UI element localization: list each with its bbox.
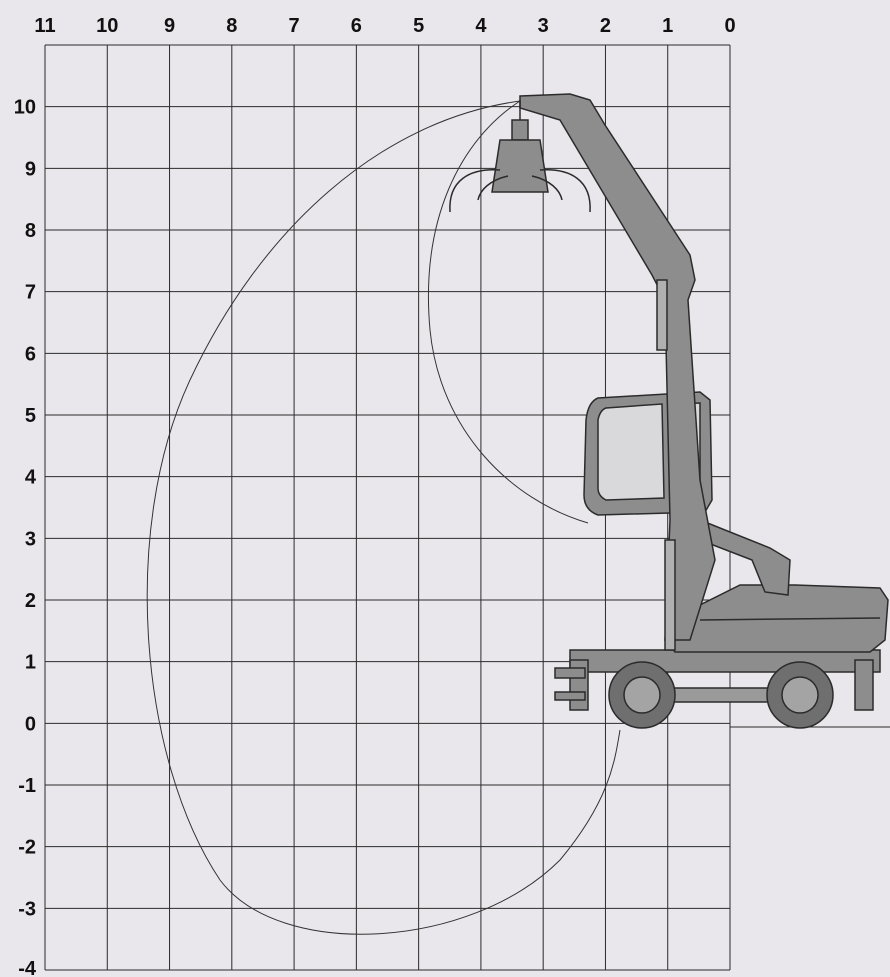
x-tick-label: 0	[724, 15, 735, 37]
y-tick-label: -4	[18, 958, 37, 977]
x-tick-label: 6	[351, 15, 362, 37]
y-tick-label: 0	[25, 713, 36, 735]
y-tick-label: 4	[25, 467, 37, 489]
y-tick-label: 7	[25, 282, 36, 304]
x-tick-label: 10	[96, 15, 118, 37]
y-tick-label: 2	[25, 590, 36, 612]
y-tick-label: -3	[18, 898, 36, 920]
x-tick-label: 8	[226, 15, 237, 37]
y-tick-label: 9	[25, 158, 36, 180]
inner-reach-curve	[427, 100, 589, 524]
y-tick-label: 8	[25, 220, 36, 242]
boom-icon	[519, 93, 716, 641]
y-tick-label: -2	[18, 837, 36, 859]
y-tick-label: 1	[25, 652, 36, 674]
y-tick-label: 3	[25, 528, 36, 550]
x-tick-label: 7	[289, 15, 300, 37]
x-tick-label: 11	[34, 15, 55, 37]
x-tick-label: 1	[662, 15, 673, 37]
material-handler-icon	[449, 93, 889, 729]
x-tick-label: 5	[413, 15, 424, 37]
y-tick-label: 5	[25, 405, 36, 427]
x-tick-label: 9	[164, 15, 175, 37]
grid	[44, 44, 731, 971]
grab-icon	[449, 100, 591, 213]
y-tick-label: 6	[25, 343, 36, 365]
x-tick-label: 4	[475, 15, 487, 37]
x-tick-label: 2	[600, 15, 611, 37]
y-tick-label: 10	[14, 97, 36, 119]
x-tick-label: 3	[538, 15, 549, 37]
y-tick-label: -1	[18, 775, 36, 797]
outer-reach-curve	[146, 100, 621, 935]
